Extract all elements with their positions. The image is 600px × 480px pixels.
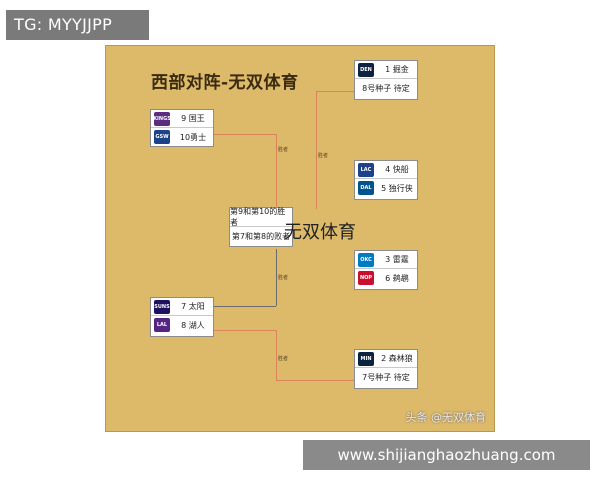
timberwolves-logo: MIN	[358, 351, 374, 366]
connector-label: 胜者	[318, 153, 329, 159]
team-label: 1 掘金	[385, 65, 409, 74]
matchup-7-vs-8[interactable]: SUNS 7 太阳 LAL 8 湖人	[150, 297, 214, 337]
thunder-logo: OKC	[358, 252, 374, 267]
team-row: DAL 5 独行侠	[355, 179, 417, 197]
watermark-bottom: www.shijianghaozhuang.com	[303, 440, 590, 470]
connector-line	[316, 91, 317, 209]
team-row: KINGS 9 国王	[151, 110, 213, 128]
team-label: 8号种子 待定	[362, 83, 410, 93]
team-label: 5 独行侠	[381, 183, 413, 193]
matchup-9-vs-10[interactable]: KINGS 9 国王 GSW 10勇士	[150, 109, 214, 147]
matchup-4-vs-5[interactable]: LAC 4 快船 DAL 5 独行侠	[354, 160, 418, 200]
connector-line	[316, 91, 354, 92]
center-watermark: 无双体育	[284, 222, 356, 243]
connector-line	[276, 330, 277, 380]
team-row: LAL 8 湖人	[151, 316, 213, 334]
nuggets-logo: DEN	[358, 62, 374, 77]
connector-line	[276, 249, 277, 306]
team-label: 3 雷霆	[385, 255, 409, 264]
team-row: GSW 10勇士	[151, 128, 213, 146]
pelicans-logo: NOP	[358, 271, 374, 285]
middle-row: 第7和第8的败者	[231, 232, 291, 241]
team-row: 7号种子 待定	[355, 368, 417, 386]
team-label: 6 鹈鹕	[385, 273, 409, 283]
connector-line	[276, 134, 277, 207]
kings-logo: KINGS	[153, 111, 171, 126]
warriors-logo: GSW	[154, 130, 170, 144]
team-label: 10勇士	[179, 132, 207, 142]
team-row: DEN 1 掘金	[355, 61, 417, 79]
bracket-board: 西部对阵-无双体育 胜者 胜者 胜者 胜者 KINGS 9 国王 GSW 10勇…	[105, 45, 495, 432]
matchup-3-vs-6[interactable]: OKC 3 雷霆 NOP 6 鹈鹕	[354, 250, 418, 290]
connector-label: 胜者	[278, 275, 289, 281]
matchup-1-vs-8seed[interactable]: DEN 1 掘金 8号种子 待定	[354, 60, 418, 100]
mavericks-logo: DAL	[358, 181, 374, 195]
connector-label: 胜者	[278, 356, 289, 362]
lakers-logo: LAL	[154, 318, 170, 332]
team-label: 7 太阳	[181, 302, 205, 311]
connector-line	[276, 380, 354, 381]
bracket-title: 西部对阵-无双体育	[151, 73, 299, 93]
team-label: 9 国王	[181, 114, 205, 123]
team-row: SUNS 7 太阳	[151, 298, 213, 316]
connector-line	[214, 330, 276, 331]
team-row: MIN 2 森林狼	[355, 350, 417, 368]
team-label: 2 森林狼	[381, 354, 413, 363]
watermark-top: TG: MYYJJPP	[6, 10, 149, 40]
connector-line	[214, 306, 276, 307]
team-label: 7号种子 待定	[362, 372, 410, 382]
play-in-middle-box[interactable]: 第9和第10的胜者 第7和第8的败者	[229, 207, 293, 247]
corner-watermark: 头条 @无双体育	[405, 411, 487, 424]
team-label: 4 快船	[385, 165, 409, 174]
middle-row: 第9和第10的胜者	[230, 207, 292, 227]
clippers-logo: LAC	[358, 162, 374, 177]
team-row: 8号种子 待定	[355, 79, 417, 97]
team-row: LAC 4 快船	[355, 161, 417, 179]
matchup-2-vs-7seed[interactable]: MIN 2 森林狼 7号种子 待定	[354, 349, 418, 389]
team-label: 8 湖人	[181, 320, 205, 330]
team-row: OKC 3 雷霆	[355, 251, 417, 269]
team-row: NOP 6 鹈鹕	[355, 269, 417, 287]
connector-label: 胜者	[278, 147, 289, 153]
suns-logo: SUNS	[154, 299, 170, 314]
connector-line	[214, 134, 276, 135]
